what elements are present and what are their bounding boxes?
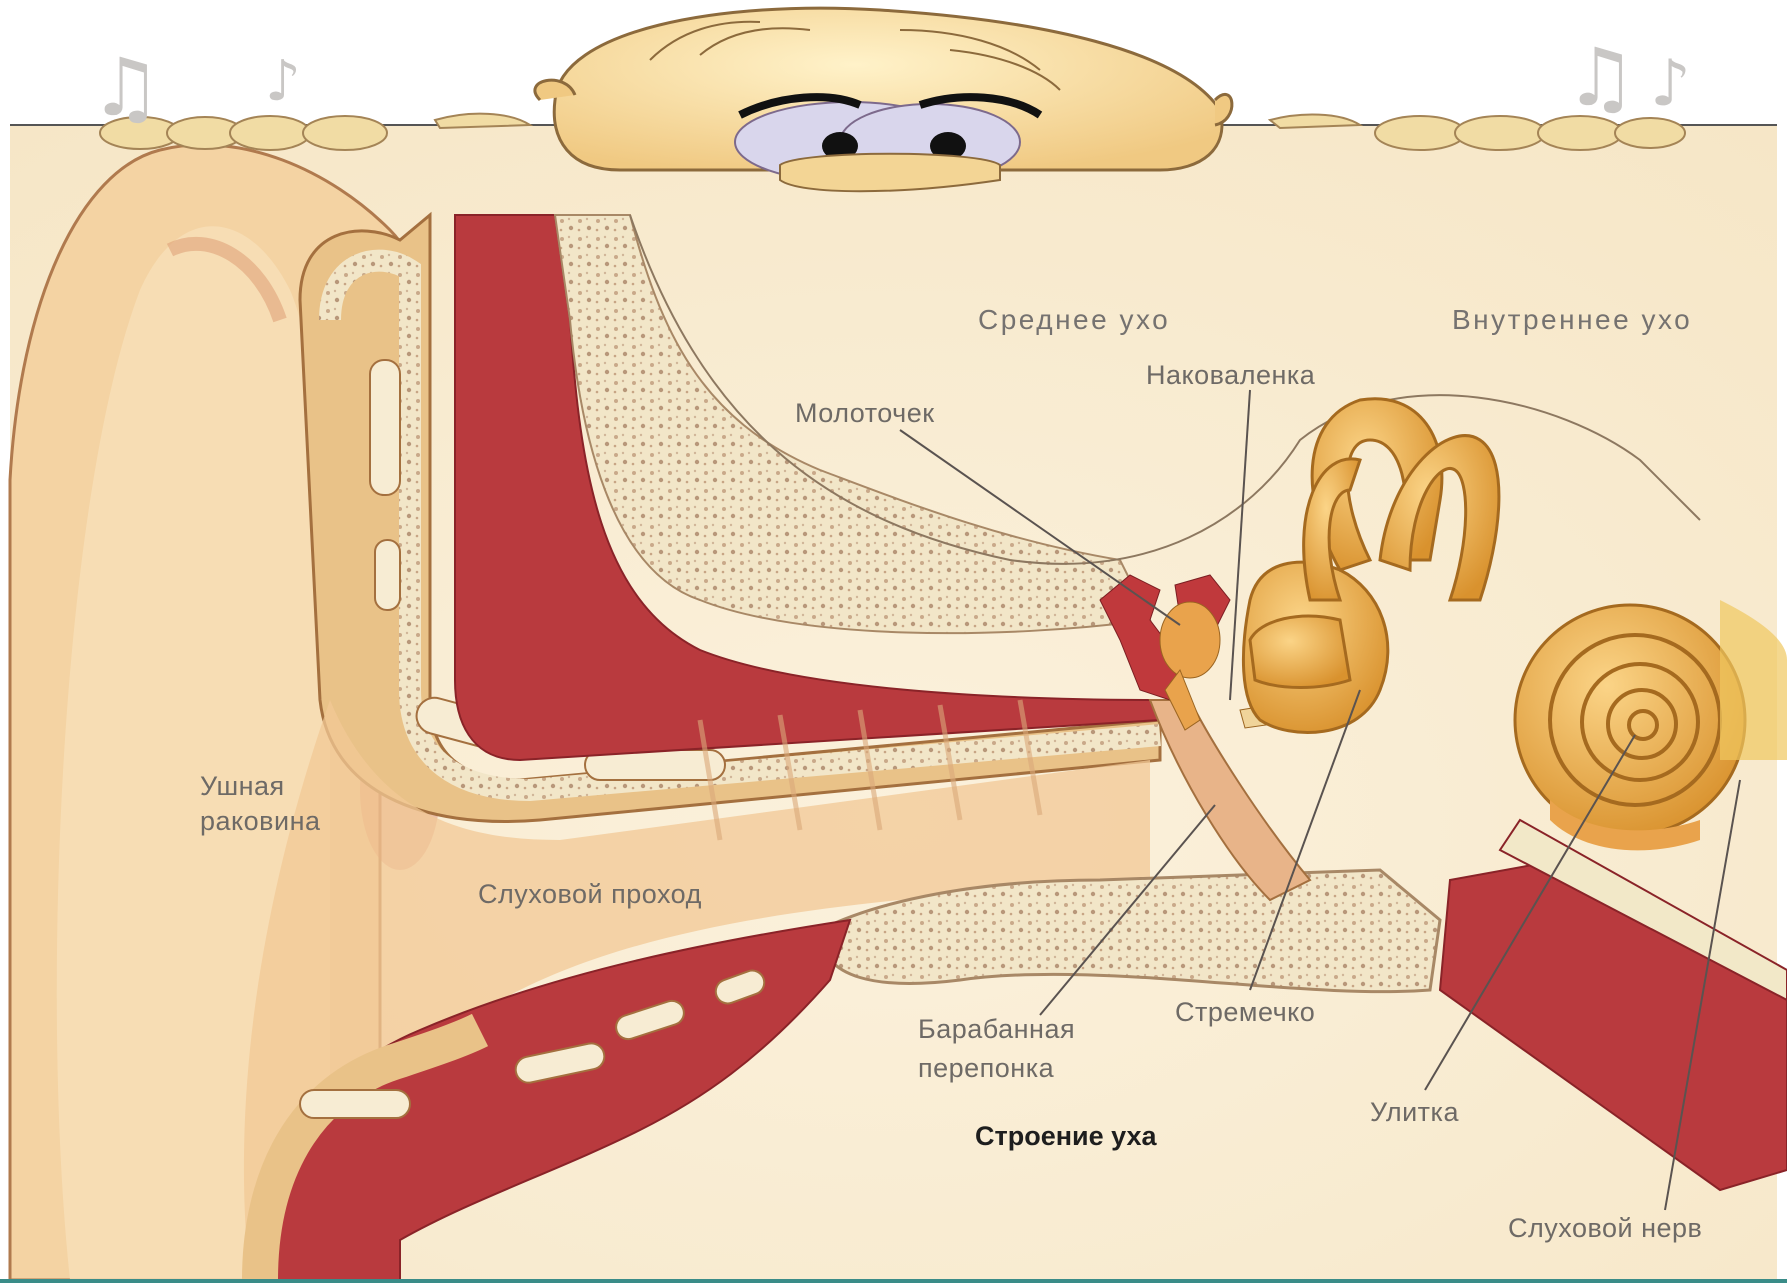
label-auricle-line2: раковина xyxy=(200,805,321,838)
label-ear-canal: Слуховой проход xyxy=(478,878,702,911)
label-auricle-line1: Ушная xyxy=(200,770,285,803)
accent-bar xyxy=(0,1279,1787,1283)
svg-text:♪: ♪ xyxy=(265,49,301,114)
label-eardrum-line2: перепонка xyxy=(918,1052,1054,1085)
diagram-caption: Строение уха xyxy=(975,1120,1157,1153)
cartoon-mascot-face xyxy=(535,8,1232,191)
svg-text:♫: ♫ xyxy=(1565,31,1637,124)
svg-text:♫: ♫ xyxy=(90,41,162,134)
label-inner-ear: Внутреннее ухо xyxy=(1452,303,1692,336)
label-cochlea: Улитка xyxy=(1370,1096,1459,1129)
label-stapes: Стремечко xyxy=(1175,996,1315,1029)
label-eardrum-line1: Барабанная xyxy=(918,1013,1075,1046)
label-middle-ear: Среднее ухо xyxy=(978,303,1170,336)
label-incus: Наковаленка xyxy=(1146,359,1315,392)
svg-text:♪: ♪ xyxy=(1650,47,1691,121)
label-malleus: Молоточек xyxy=(795,397,935,430)
label-auditory-nerve: Слуховой нерв xyxy=(1508,1212,1702,1245)
